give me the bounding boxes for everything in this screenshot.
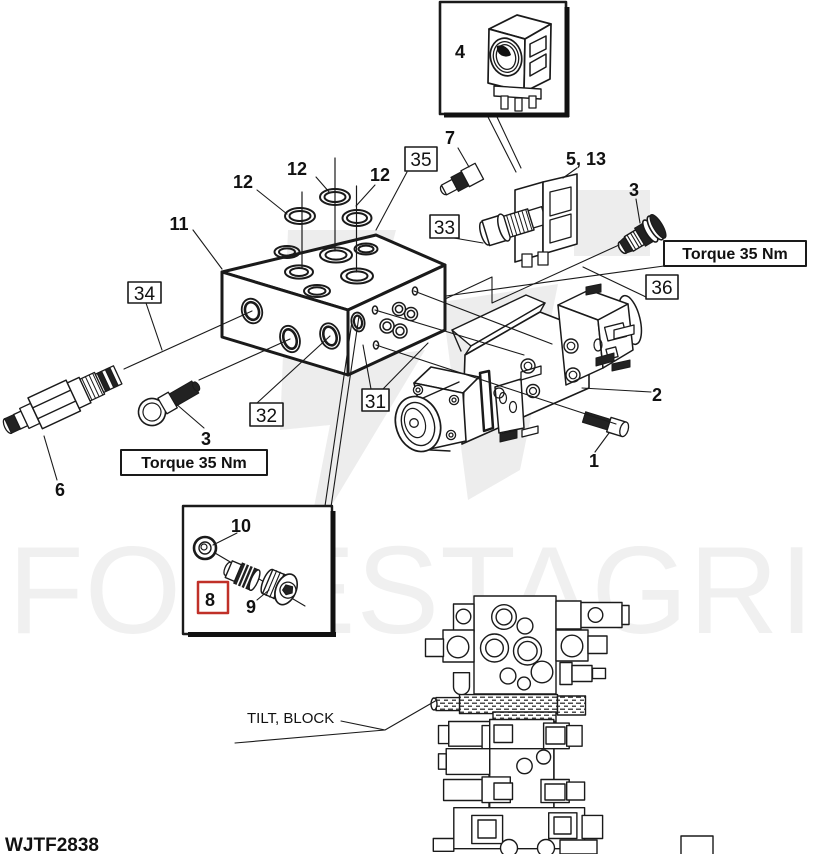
svg-text:TILT, BLOCK: TILT, BLOCK [247, 710, 334, 727]
svg-text:6: 6 [55, 480, 65, 500]
svg-text:36: 36 [651, 278, 672, 299]
svg-text:3: 3 [629, 180, 639, 200]
svg-text:12: 12 [287, 159, 307, 179]
svg-text:WJTF2838: WJTF2838 [5, 835, 99, 854]
svg-text:10: 10 [231, 516, 251, 536]
svg-text:FORESTAGRI: FORESTAGRI [8, 522, 815, 660]
svg-text:31: 31 [365, 392, 386, 413]
svg-text:5, 13: 5, 13 [566, 149, 606, 169]
svg-text:Torque 35 Nm: Torque 35 Nm [682, 246, 788, 263]
svg-text:7: 7 [445, 128, 455, 148]
svg-text:35: 35 [410, 150, 431, 171]
svg-text:32: 32 [256, 406, 277, 427]
svg-text:8: 8 [205, 590, 215, 610]
svg-text:Torque 35 Nm: Torque 35 Nm [141, 455, 247, 472]
svg-text:2: 2 [652, 385, 662, 405]
svg-text:4: 4 [455, 42, 465, 62]
svg-text:12: 12 [233, 172, 253, 192]
svg-text:12: 12 [370, 165, 390, 185]
svg-text:1: 1 [589, 451, 599, 471]
svg-text:3: 3 [201, 429, 211, 449]
svg-text:9: 9 [246, 597, 256, 617]
svg-text:33: 33 [434, 218, 455, 239]
svg-text:34: 34 [134, 284, 156, 305]
svg-text:11: 11 [169, 214, 188, 234]
